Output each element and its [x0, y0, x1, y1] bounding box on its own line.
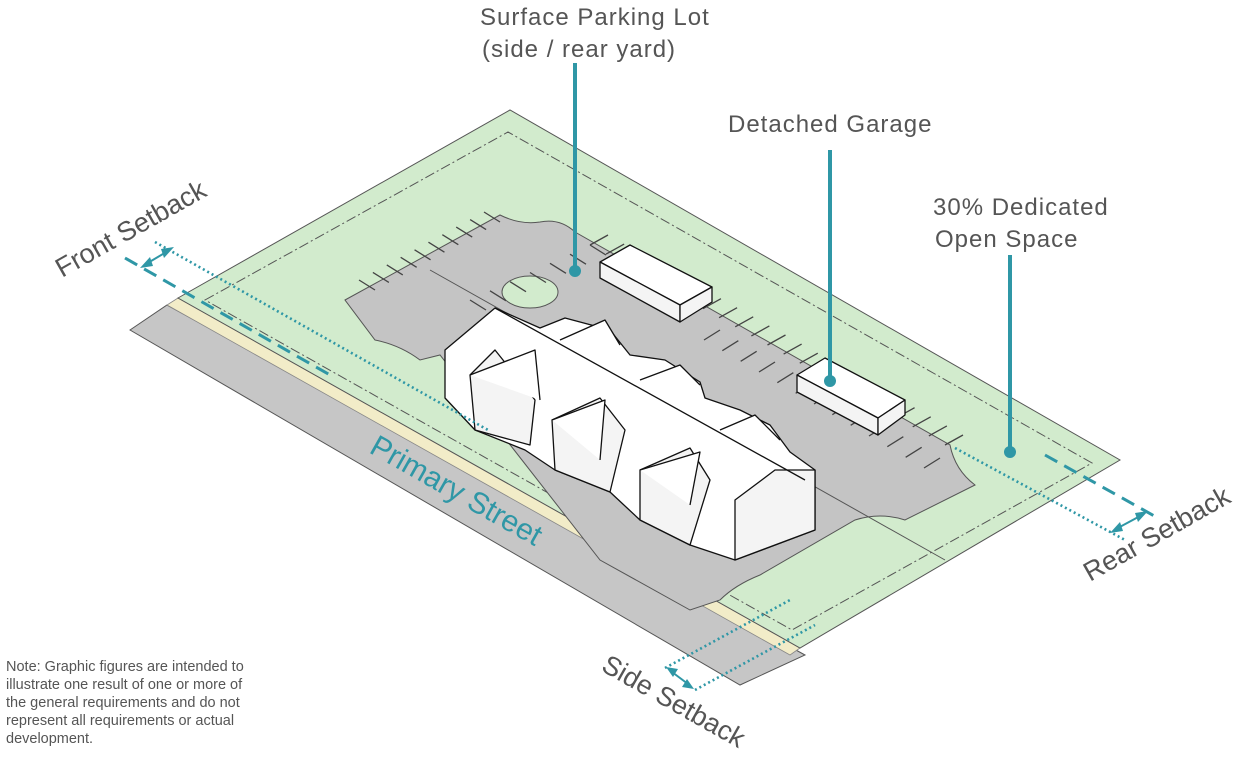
parking-stall-stripe: [469, 219, 487, 231]
parking-stall-stripe: [358, 279, 376, 291]
parking-stall-stripe: [428, 241, 445, 253]
parking-stall-stripe: [386, 264, 404, 276]
parking-stall-stripe: [718, 307, 738, 319]
parking-callout-line2: (side / rear yard): [482, 36, 676, 63]
parking-stall-stripe: [751, 325, 770, 337]
parking-stall-stripe: [740, 350, 758, 362]
front-setback-label: Front Setback: [50, 174, 211, 283]
note-line-2: illustrate one result of one or more of: [6, 677, 243, 693]
parking-stall-stripe: [483, 211, 501, 223]
parking-stall-stripe: [549, 262, 567, 274]
parking-island: [501, 275, 559, 309]
parking-stall-stripe: [923, 457, 941, 469]
garage-lower: [796, 357, 906, 436]
parking-stall-stripe: [734, 316, 754, 328]
parking-stall-stripe: [441, 234, 459, 246]
parking-callout-line1: Surface Parking Lot: [480, 4, 710, 31]
parking-stall-stripe: [589, 234, 609, 246]
parking-stall-stripe: [509, 281, 527, 293]
rear-setback-label: Rear Setback: [1078, 480, 1236, 587]
parking-stall-stripe: [928, 425, 948, 437]
open-space-leader-dot: [1004, 446, 1016, 458]
side-setback-arrow: [666, 667, 694, 689]
garage-leader-dot: [824, 375, 836, 387]
parking-stall-stripe: [721, 340, 739, 352]
parking-stall-stripe: [799, 352, 819, 364]
open-space-callout-line2: Open Space: [935, 226, 1078, 253]
note-line-5: development.: [6, 731, 93, 747]
parking-stall-stripe: [569, 253, 587, 265]
parking-stall-stripe: [758, 361, 776, 373]
parking-stall-stripe: [372, 271, 390, 283]
front-setback-dashed-line: [124, 256, 331, 377]
front-setback-arrow: [140, 247, 174, 268]
parking-stall-stripe: [489, 290, 507, 302]
parking-stall-stripe: [912, 416, 932, 428]
street-ground: [129, 304, 807, 686]
side-setback-line-1: [664, 598, 791, 670]
garage-upper: [599, 244, 713, 323]
parking-stall-stripe: [605, 243, 625, 255]
parking-stall-stripe: [469, 299, 487, 311]
parking-stall-stripe: [703, 329, 721, 341]
parking-stall-stripe: [414, 249, 431, 261]
parking-stall-stripe: [589, 244, 607, 256]
open-space-callout-line1: 30% Dedicated: [933, 194, 1109, 221]
parking-stall-stripe: [455, 226, 473, 238]
rear-setback-dotted-line: [954, 446, 1126, 542]
parking-stall-stripe: [529, 271, 547, 284]
parking-leader-dot: [569, 265, 581, 277]
front-setback-dotted-line: [154, 240, 489, 432]
note-line-3: the general requirements and do not: [6, 695, 240, 711]
parking-stall-stripe: [944, 434, 964, 446]
parking-stall-stripe: [905, 446, 923, 458]
rear-setback-arrow: [1110, 511, 1148, 533]
note-line-4: represent all requirements or actual: [6, 713, 234, 729]
parking-stall-stripe: [886, 436, 904, 448]
parking-stall-stripe: [400, 256, 418, 268]
note-line-1: Note: Graphic figures are intended to: [6, 659, 244, 675]
disclaimer-note: Note: Graphic figures are intended to il…: [6, 659, 244, 747]
garage-callout: Detached Garage: [728, 111, 932, 138]
parking-stall-stripe: [776, 372, 794, 384]
parking-stall-stripe: [783, 343, 802, 355]
main-building: [444, 307, 816, 561]
parking-stall-stripe: [702, 298, 722, 310]
parking-stall-stripe: [767, 334, 786, 346]
